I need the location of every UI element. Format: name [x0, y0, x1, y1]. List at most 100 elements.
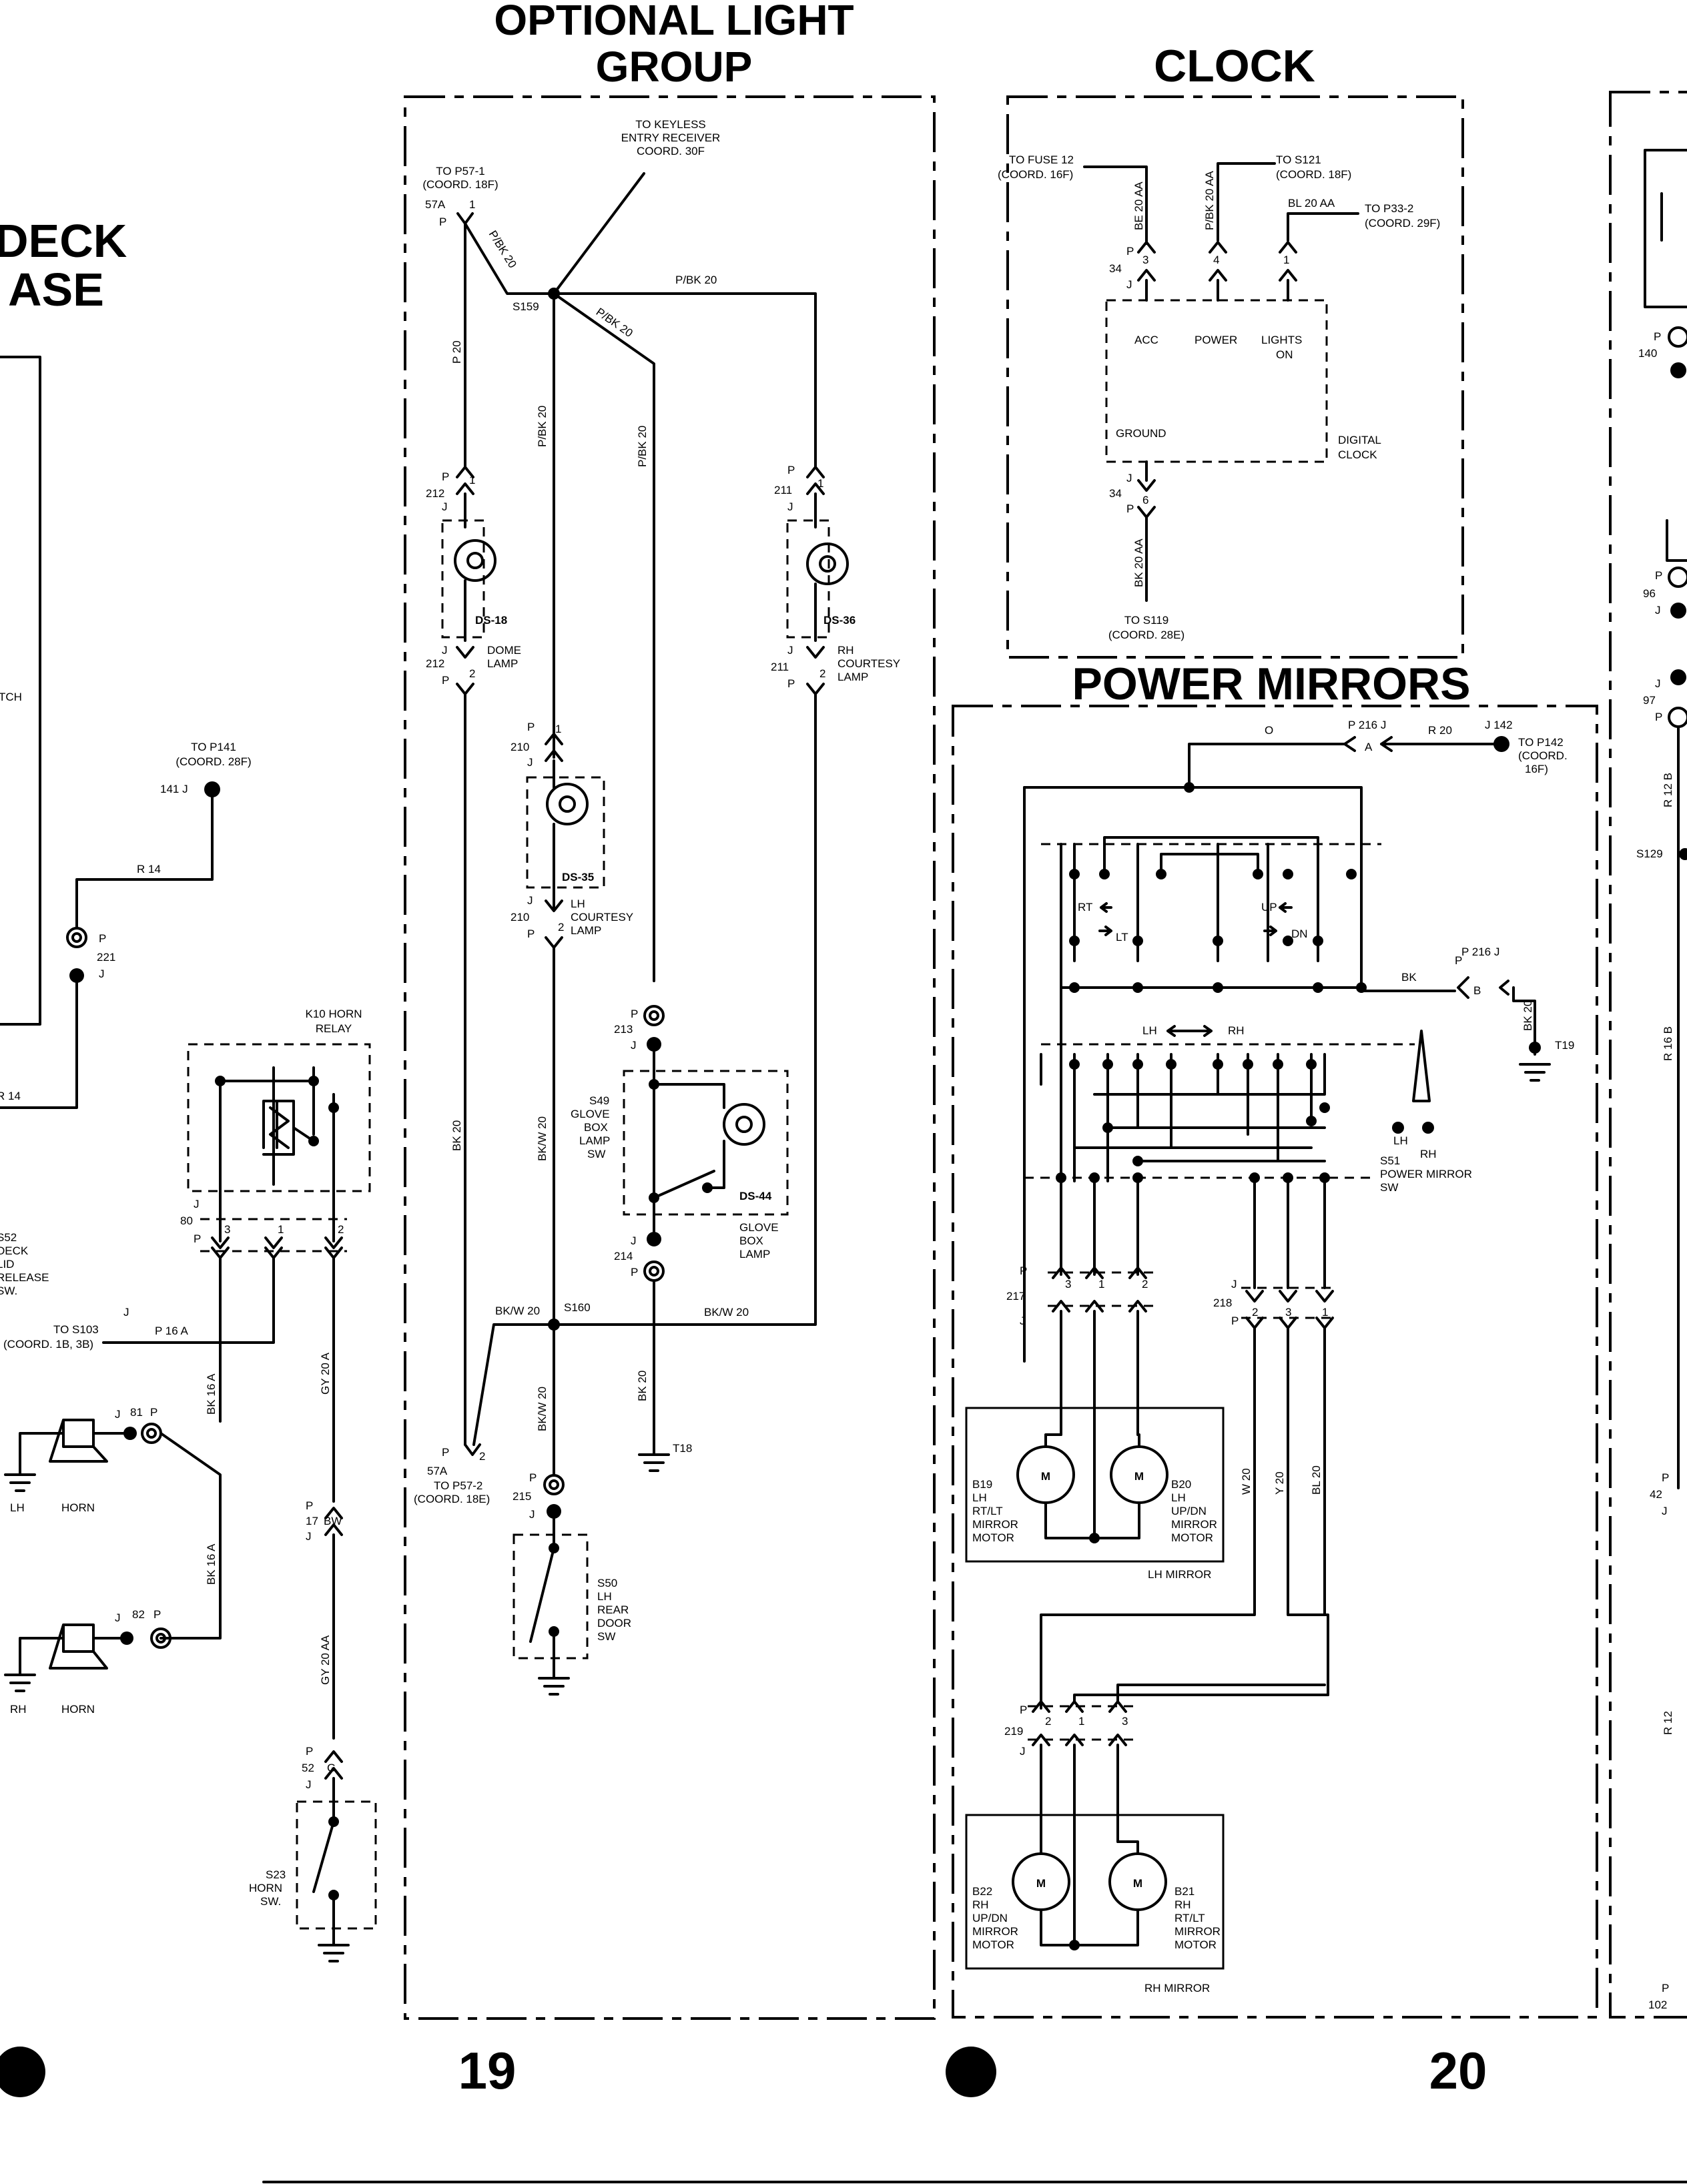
mirror-lh: LH: [1142, 1024, 1157, 1037]
re-c42-j: J: [1662, 1505, 1668, 1517]
mirror-sw-rh: RH: [1420, 1148, 1437, 1160]
s49-label-4: LAMP: [579, 1134, 610, 1147]
c210-top-p: P: [527, 721, 535, 733]
frame-power-mirrors: [952, 705, 1598, 2019]
c211-bot-pin: 2: [819, 667, 825, 680]
c211-top-j: J: [787, 500, 793, 513]
wire-pbk20-label-2: P/BK 20: [675, 274, 717, 286]
b20-label: B20: [1171, 1478, 1191, 1491]
c211-top: 211: [774, 484, 792, 496]
c210-bot-pin: 2: [558, 921, 564, 934]
ds18-label: DS-18: [475, 614, 507, 627]
s52-label-3: LID: [0, 1258, 14, 1270]
glove-box-lamp-label-2: BOX: [739, 1234, 763, 1247]
clock-pin-4: 4: [1213, 254, 1219, 266]
c57a-top: 57A: [425, 198, 446, 211]
clock-p-bot: P: [1126, 502, 1134, 515]
mirror-bk20: BK 20: [1522, 1000, 1534, 1031]
c211-top-pin: 1: [817, 477, 823, 490]
wire-bkw20-label-1: BK/W 20: [536, 1116, 549, 1161]
s50-label: S50: [597, 1577, 617, 1589]
ds36-label: DS-36: [823, 614, 856, 627]
to-p142-2: (COORD.: [1518, 749, 1568, 762]
digital-clock-label-2: CLOCK: [1338, 448, 1377, 461]
b20-label-4: MIRROR: [1171, 1518, 1217, 1531]
c211-bot-p: P: [787, 677, 795, 690]
wire-w20: W 20: [1240, 1468, 1253, 1495]
c80: 80: [180, 1214, 193, 1227]
frame-clock: [1006, 95, 1464, 659]
s52-label-2: DECK: [0, 1244, 29, 1257]
c218-pin2: 2: [1252, 1306, 1258, 1319]
clock-lights-on: LIGHTS: [1261, 334, 1302, 346]
mirror-j142: J 142: [1485, 719, 1513, 731]
clock-power: POWER: [1195, 334, 1237, 346]
clock-c34-bot: 34: [1109, 487, 1122, 500]
c221-j: J: [99, 968, 105, 980]
motor-b22-m: M: [1036, 1877, 1046, 1890]
c57a-bot-p: P: [442, 1446, 449, 1459]
c221: 221: [97, 951, 115, 964]
s49-label: S49: [589, 1094, 609, 1107]
title-deck-2: ASE: [8, 264, 104, 316]
c219-pin1: 1: [1078, 1715, 1084, 1728]
c218-pin1: 1: [1322, 1306, 1328, 1319]
rh-mirror-label: RH MIRROR: [1144, 1982, 1210, 1994]
c212-bot: 212: [426, 657, 444, 670]
c212-bot-p: P: [442, 674, 449, 687]
c218: 218: [1213, 1297, 1232, 1309]
mirror-b: B: [1473, 984, 1481, 997]
b19-label-3: RT/LT: [972, 1505, 1003, 1517]
mirror-up: UP: [1261, 901, 1277, 914]
c17-p: P: [306, 1499, 313, 1512]
b21-label-5: MOTOR: [1174, 1938, 1217, 1951]
to-p57-2-label: TO P57-2: [434, 1479, 482, 1492]
rh-horn-rh: RH: [10, 1703, 27, 1716]
to-p33-label: TO P33-2: [1365, 202, 1413, 215]
c82-p: P: [153, 1608, 161, 1621]
c52: 52: [302, 1762, 314, 1774]
c219: 219: [1004, 1725, 1023, 1738]
c211-top-p: P: [787, 464, 795, 476]
c214-p: P: [631, 1266, 638, 1279]
lh-horn-label: HORN: [61, 1501, 95, 1514]
c17-bw: BW: [324, 1515, 342, 1527]
c218-p: P: [1231, 1315, 1239, 1327]
bk16a-label-1: BK 16 A: [205, 1373, 218, 1415]
gy20a-label: GY 20 A: [319, 1352, 332, 1395]
mirror-p216-b: P: [1455, 954, 1462, 967]
mirror-o: O: [1265, 724, 1273, 737]
c211-bot: 211: [771, 661, 789, 673]
re-c42-p: P: [1662, 1471, 1669, 1484]
to-fuse12-label: TO FUSE 12: [1009, 153, 1074, 166]
glove-box-lamp-label: GLOVE: [739, 1221, 779, 1234]
b22-label-2: RH: [972, 1898, 989, 1911]
to-fuse12-label-2: (COORD. 16F): [998, 168, 1073, 181]
ds35-label: DS-35: [562, 871, 594, 883]
c17: 17: [306, 1515, 318, 1527]
clock-circuit: TO FUSE 12 (COORD. 16F) BE 20 AA TO S121…: [998, 153, 1440, 641]
to-p57-1-label: TO P57-1: [436, 165, 484, 177]
mirror-dn: DN: [1291, 928, 1308, 940]
c218-pin3: 3: [1285, 1306, 1291, 1319]
r14-label-2: R 14: [0, 1090, 21, 1102]
title-power-mirrors: POWER MIRRORS: [1072, 659, 1471, 709]
rh-courtesy-label-3: LAMP: [837, 671, 868, 683]
dome-lamp-label-2: LAMP: [487, 657, 518, 670]
to-keyless-label: TO KEYLESS: [635, 118, 706, 131]
c221-p: P: [99, 932, 106, 945]
wire-bkw20-label-3: BK/W 20: [704, 1306, 749, 1319]
mirror-rh: RH: [1228, 1024, 1245, 1037]
c210-top-j: J: [527, 756, 533, 769]
wire-bkw20-label-2: BK/W 20: [495, 1305, 540, 1317]
lh-courtesy-label-2: COURTESY: [571, 911, 633, 924]
right-edge-fragment: P 140 P 96 J J 97 P R 12 B S129 R 16 B P…: [1636, 149, 1687, 2011]
b20-label-3: UP/DN: [1171, 1505, 1207, 1517]
to-p141-2: (COORD. 28F): [176, 755, 251, 768]
b19-label-4: MIRROR: [972, 1518, 1018, 1531]
c141j: 141 J: [160, 783, 188, 795]
title-optional-light-group-2: GROUP: [596, 43, 753, 91]
s23-label-2: HORN: [249, 1882, 282, 1894]
b19-label: B19: [972, 1478, 992, 1491]
re-c102: 102: [1648, 1998, 1667, 2011]
